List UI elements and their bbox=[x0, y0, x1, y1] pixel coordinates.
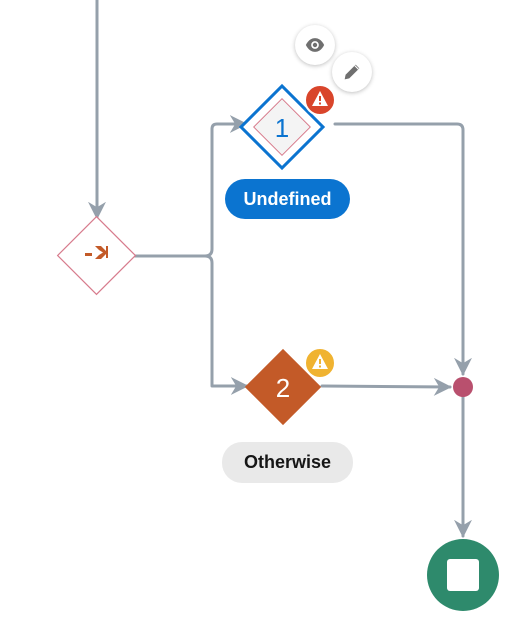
stop-icon bbox=[447, 559, 479, 591]
route-1-error-badge bbox=[304, 84, 336, 116]
connector-route-1-to-merge bbox=[333, 122, 472, 376]
connector-switch-to-route-2 bbox=[203, 254, 249, 395]
route-1-node[interactable]: 1 bbox=[238, 83, 326, 171]
connector-route-2-to-merge bbox=[320, 377, 452, 396]
view-button[interactable] bbox=[295, 25, 335, 65]
switch-node[interactable] bbox=[56, 215, 137, 296]
route-1-label[interactable]: Undefined bbox=[225, 179, 350, 219]
route-2-label[interactable]: Otherwise bbox=[222, 442, 353, 483]
end-node[interactable] bbox=[427, 539, 499, 611]
edit-button[interactable] bbox=[332, 52, 372, 92]
route-1-number: 1 bbox=[275, 113, 289, 143]
route-2-node[interactable]: 2 bbox=[244, 348, 322, 426]
route-2-number: 2 bbox=[276, 373, 290, 403]
merge-node[interactable] bbox=[453, 377, 473, 397]
eye-icon bbox=[305, 38, 325, 52]
switch-route-icon bbox=[85, 246, 108, 259]
route-2-warning-badge bbox=[304, 347, 336, 379]
pencil-icon bbox=[344, 64, 360, 80]
